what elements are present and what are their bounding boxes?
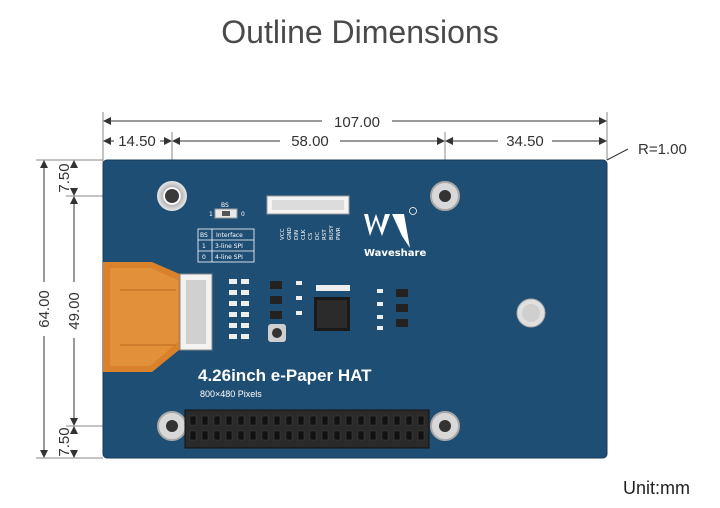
table-header-interface: Interface <box>216 232 243 239</box>
gpio-pin <box>297 415 305 426</box>
pin-label: RST <box>322 229 328 240</box>
pin-label: GND <box>287 227 293 240</box>
pin-label: CLK <box>301 229 307 240</box>
gpio-pin <box>237 415 245 426</box>
gpio-pin <box>261 430 269 441</box>
unit-label: Unit:mm <box>623 478 690 498</box>
gpio-pin <box>213 415 221 426</box>
connector-pin-labels: VCC GND DIN CLK CS DC RST BUSY PWR <box>280 225 342 240</box>
gpio-pin <box>357 415 365 426</box>
table-header-bs: BS <box>200 232 208 239</box>
horizontal-dimensions: 107.00 14.50 58.00 34.50 R=1.00 <box>102 112 687 190</box>
dim-right-offset: 34.50 <box>506 133 544 150</box>
gpio-pin <box>369 415 377 426</box>
table-cell: 4-line SPI <box>215 254 243 261</box>
gpio-pin <box>405 430 413 441</box>
interface-table: BS Interface 1 3-line SPI 0 4-line SPI <box>197 228 255 263</box>
mounting-hole-bottom-right <box>430 411 460 441</box>
gpio-pin <box>321 430 329 441</box>
gpio-pin <box>249 430 257 441</box>
mounting-hole-top-left <box>157 181 187 211</box>
gpio-pin <box>333 430 341 441</box>
pin-label: BUSY <box>329 225 335 240</box>
bs-label: BS <box>221 202 229 209</box>
smd-components <box>229 279 408 342</box>
mounting-hole-top-right <box>430 181 460 211</box>
gpio-pin <box>225 415 233 426</box>
gpio-pin <box>261 415 269 426</box>
pin-label: PWR <box>336 227 342 240</box>
pin-label: DC <box>315 232 321 240</box>
gpio-pin <box>345 430 353 441</box>
gpio-pin <box>381 430 389 441</box>
bs-switch: BS 1 0 <box>209 202 245 219</box>
product-resolution: 800×480 Pixels <box>200 389 262 399</box>
gpio-pin <box>273 415 281 426</box>
pin-label: VCC <box>280 228 286 240</box>
gpio-header <box>184 409 430 449</box>
product-name: 4.26inch e-Paper HAT <box>198 366 372 385</box>
bs-switch-left-label: 1 <box>209 211 213 218</box>
gpio-pin <box>213 430 221 441</box>
gpio-pin <box>357 430 365 441</box>
gpio-pin <box>417 430 425 441</box>
gpio-pin <box>237 430 245 441</box>
dim-overall-height: 64.00 <box>36 290 53 328</box>
gpio-pin <box>285 415 293 426</box>
gpio-pin <box>189 430 197 441</box>
table-cell: 1 <box>202 243 206 250</box>
gpio-pin <box>285 430 293 441</box>
dim-bottom-offset: 7.50 <box>56 427 73 456</box>
round-component <box>516 298 546 328</box>
gpio-pin <box>405 415 413 426</box>
page-title: Outline Dimensions <box>221 14 499 50</box>
gpio-pin <box>273 430 281 441</box>
dim-hole-spacing: 58.00 <box>291 133 329 150</box>
gpio-pin <box>345 415 353 426</box>
gpio-pin <box>201 430 209 441</box>
gpio-pin <box>225 430 233 441</box>
dim-top-offset: 7.50 <box>56 163 73 192</box>
gpio-pin <box>381 415 389 426</box>
gpio-pin <box>393 415 401 426</box>
gpio-pin <box>309 430 317 441</box>
table-cell: 0 <box>202 254 206 261</box>
gpio-pin <box>249 415 257 426</box>
gpio-pin <box>201 415 209 426</box>
gpio-pin <box>369 430 377 441</box>
gpio-pin <box>333 415 341 426</box>
brand-name: Waveshare <box>364 248 426 259</box>
gpio-pin <box>297 430 305 441</box>
dim-left-hole-offset: 14.50 <box>118 133 156 150</box>
gpio-pin <box>309 415 317 426</box>
gpio-pin <box>417 415 425 426</box>
pin-label: DIN <box>294 230 300 240</box>
gpio-pin <box>189 415 197 426</box>
waveshare-logo: Waveshare <box>364 207 426 259</box>
dim-hole-vertical-spacing: 49.00 <box>66 292 83 330</box>
mounting-hole-bottom-left <box>157 411 187 441</box>
gpio-pin <box>393 430 401 441</box>
table-cell: 3-line SPI <box>215 243 243 250</box>
pcb-board: BS 1 0 BS Interface 1 3-line SPI 0 4-lin… <box>102 159 608 459</box>
fpc-ribbon-cable <box>103 262 184 372</box>
top-pin-connector <box>266 195 350 215</box>
dim-overall-width: 107.00 <box>334 114 380 131</box>
pin-label: CS <box>308 232 314 240</box>
dim-corner-radius: R=1.00 <box>638 141 687 158</box>
gpio-pin <box>321 415 329 426</box>
bs-switch-right-label: 0 <box>241 211 245 218</box>
